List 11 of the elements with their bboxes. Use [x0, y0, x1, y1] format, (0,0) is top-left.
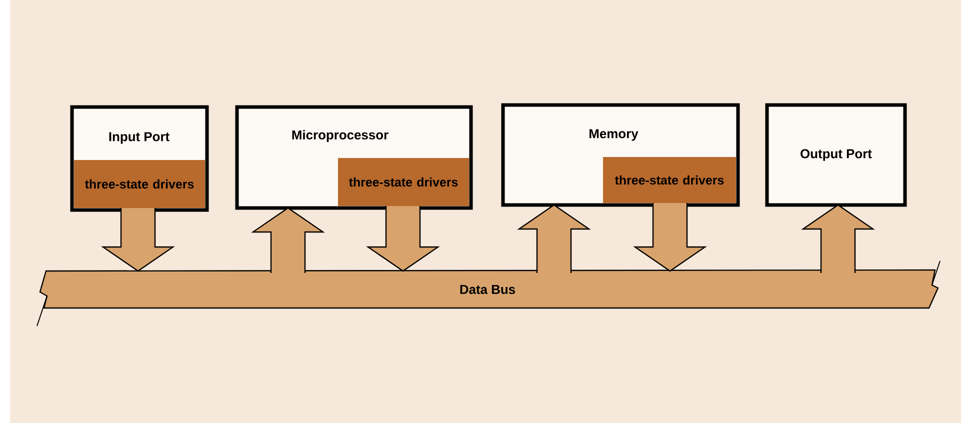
block-arrow — [101, 207, 175, 272]
driver-block: three-state drivers — [603, 157, 736, 203]
data-bus-band: Data Bus — [36, 260, 940, 326]
driver-block: three-state drivers — [74, 160, 205, 208]
block-arrow — [517, 204, 591, 274]
block-arrow — [801, 204, 875, 274]
block-arrow — [633, 202, 707, 272]
component-box: Output Port — [765, 103, 907, 207]
driver-block: three-state drivers — [338, 158, 469, 206]
block-arrow — [251, 207, 325, 274]
block-arrow — [366, 205, 440, 272]
